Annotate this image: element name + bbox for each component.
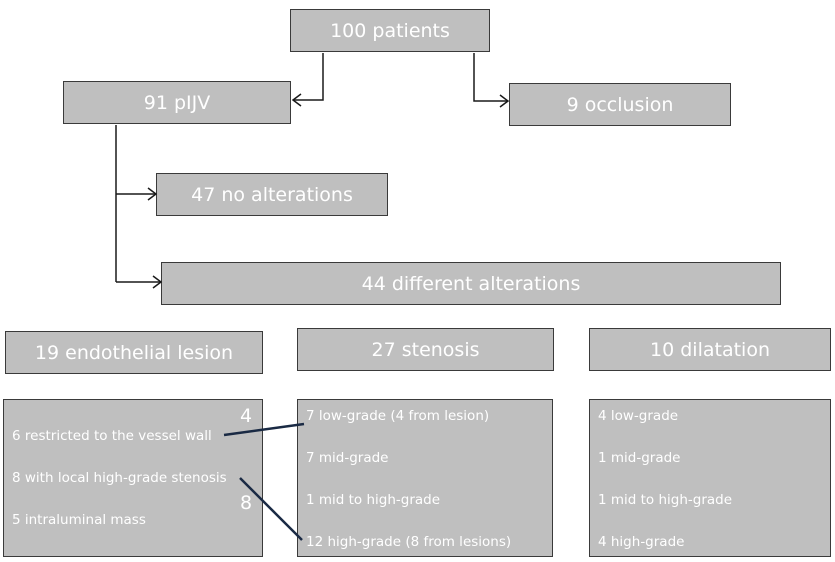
endothelial-details-box: 6 restricted to the vessel wall 8 with l… xyxy=(3,399,263,557)
node-label: 9 occlusion xyxy=(566,93,674,116)
node-label: 100 patients xyxy=(330,19,450,42)
arrowhead-pijv xyxy=(291,93,302,107)
detail-item: 4 low-grade xyxy=(598,408,679,424)
detail-item: 12 high-grade (8 from lesions) xyxy=(306,534,512,550)
arrowhead-different-alterations xyxy=(152,275,163,289)
detail-item: 1 mid to high-grade xyxy=(306,492,441,508)
node-19-endothelial-lesion: 19 endothelial lesion xyxy=(5,331,263,374)
connector-patients-to-occlusion xyxy=(473,53,507,102)
detail-item: 4 high-grade xyxy=(598,534,685,550)
node-label: 10 dilatation xyxy=(650,338,770,361)
node-91-pijv: 91 pIJV xyxy=(63,81,291,124)
arrowhead-occlusion xyxy=(499,94,510,108)
node-9-occlusion: 9 occlusion xyxy=(509,83,731,126)
connector-patients-to-pijv xyxy=(294,53,324,101)
node-label: 47 no alterations xyxy=(191,183,353,206)
detail-item: 1 mid-grade xyxy=(598,450,681,466)
node-label: 19 endothelial lesion xyxy=(34,341,234,364)
node-44-different-alterations: 44 different alterations xyxy=(161,262,781,305)
node-label: 27 stenosis xyxy=(371,338,480,361)
node-label: 44 different alterations xyxy=(361,272,581,295)
node-27-stenosis: 27 stenosis xyxy=(297,328,554,371)
node-10-dilatation: 10 dilatation xyxy=(589,328,831,371)
arrowhead-no-alterations xyxy=(147,187,158,201)
detail-item: 6 restricted to the vessel wall xyxy=(12,428,212,444)
detail-item: 7 low-grade (4 from lesion) xyxy=(306,408,490,424)
detail-item: 1 mid to high-grade xyxy=(598,492,733,508)
link-marker-4: 4 xyxy=(240,405,253,427)
node-100-patients: 100 patients xyxy=(290,9,490,52)
detail-item: 7 mid-grade xyxy=(306,450,389,466)
link-marker-8: 8 xyxy=(240,492,253,514)
detail-item: 8 with local high-grade stenosis xyxy=(12,470,227,486)
detail-item: 5 intraluminal mass xyxy=(12,512,146,528)
node-47-no-alterations: 47 no alterations xyxy=(156,173,388,216)
dilatation-details-box: 4 low-grade 1 mid-grade 1 mid to high-gr… xyxy=(589,399,831,557)
node-label: 91 pIJV xyxy=(143,91,211,114)
stenosis-details-box: 7 low-grade (4 from lesion) 7 mid-grade … xyxy=(297,399,553,557)
